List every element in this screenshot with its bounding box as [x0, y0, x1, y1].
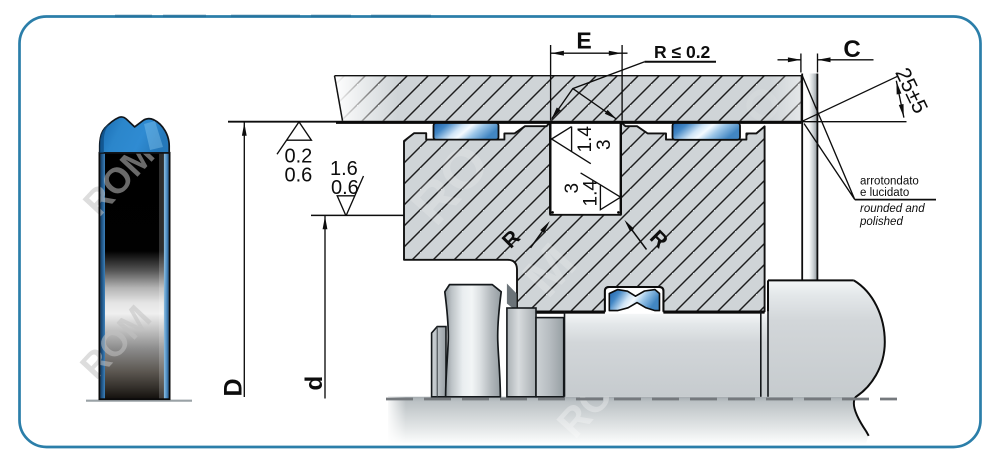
svg-text:0.6: 0.6 — [331, 177, 359, 199]
svg-text:arrotondato: arrotondato — [860, 176, 919, 188]
svg-text:1.4: 1.4 — [575, 126, 596, 153]
svg-text:d: d — [301, 376, 328, 391]
svg-text:1.4: 1.4 — [581, 180, 602, 207]
svg-text:C: C — [843, 36, 860, 63]
svg-text:polished: polished — [859, 216, 903, 228]
svg-text:D: D — [220, 378, 248, 396]
svg-text:0.6: 0.6 — [285, 165, 313, 187]
svg-text:3: 3 — [594, 139, 615, 150]
svg-text:1.6: 1.6 — [330, 158, 358, 180]
svg-text:e lucidato: e lucidato — [860, 187, 909, 199]
svg-text:R ≤ 0.2: R ≤ 0.2 — [654, 42, 711, 62]
svg-text:E: E — [576, 28, 591, 54]
svg-text:0.2: 0.2 — [285, 146, 313, 168]
svg-text:rounded and: rounded and — [860, 203, 925, 215]
svg-text:3: 3 — [562, 183, 583, 194]
